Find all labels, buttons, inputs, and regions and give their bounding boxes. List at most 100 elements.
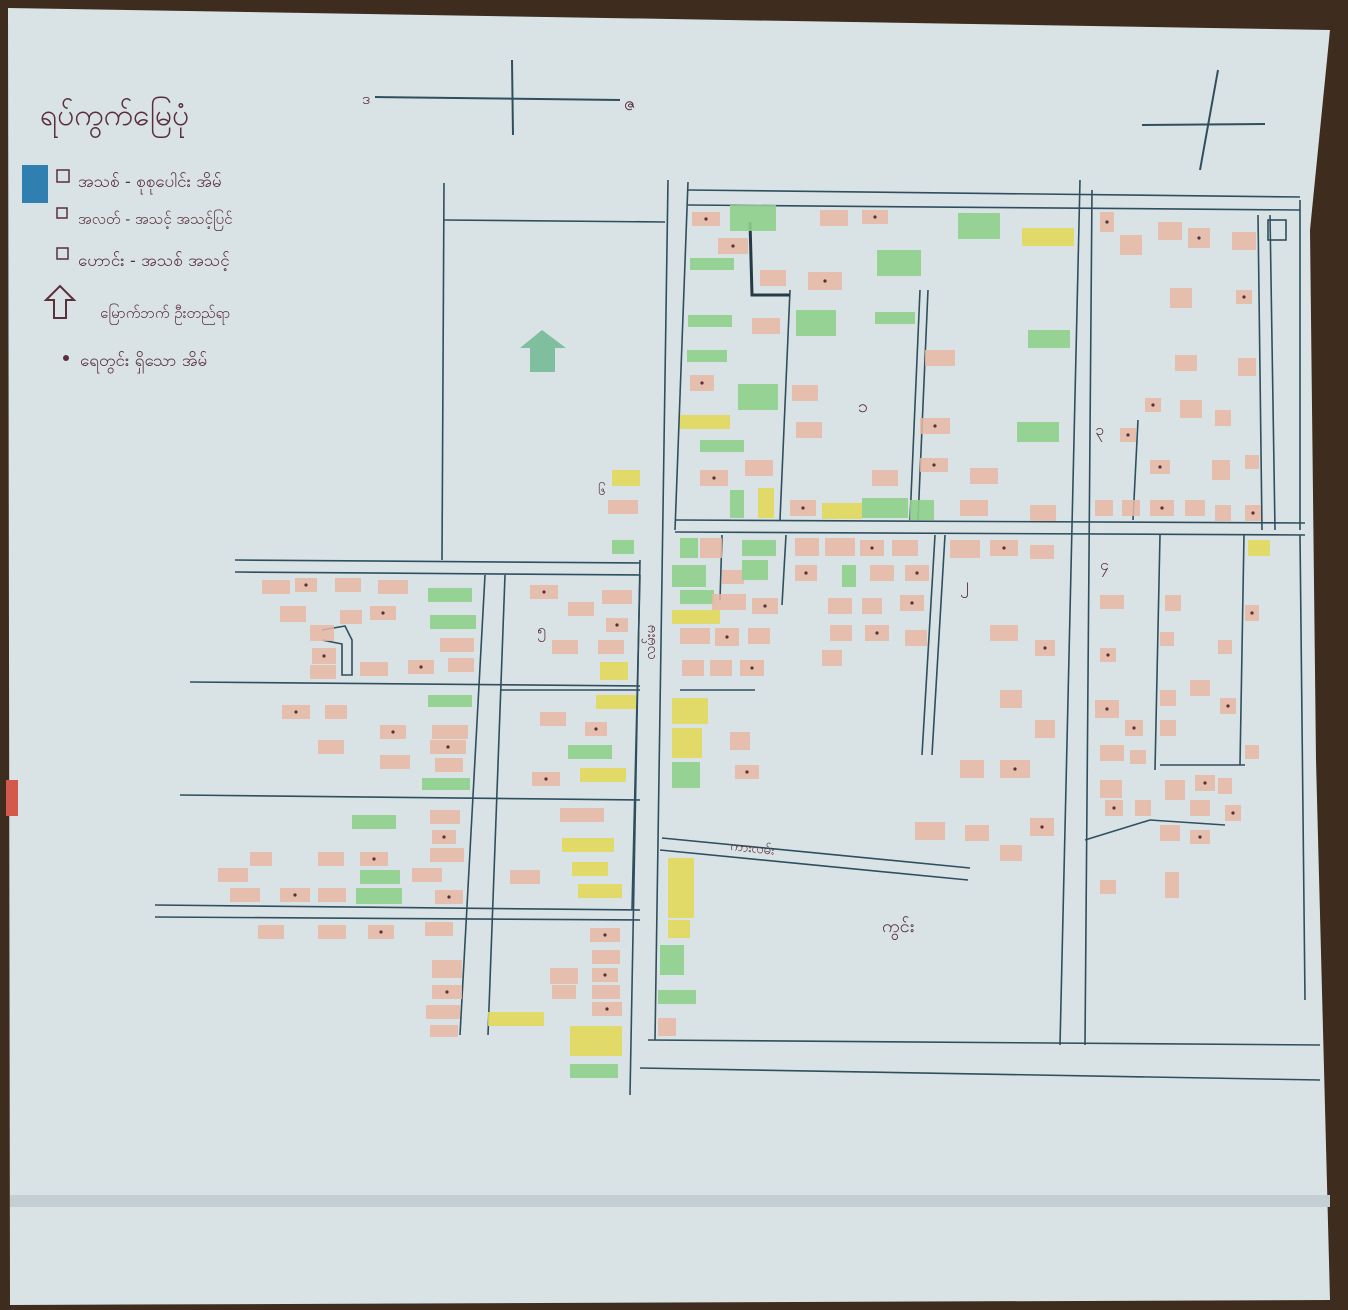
house-marker bbox=[352, 815, 396, 829]
house-marker bbox=[1158, 222, 1182, 240]
well-dot bbox=[442, 835, 446, 839]
well-dot bbox=[1151, 403, 1155, 407]
well-dot bbox=[731, 244, 735, 248]
road-label: လမ်းမ bbox=[641, 625, 659, 660]
house-marker bbox=[905, 630, 927, 646]
block-label-5: ၅ bbox=[537, 620, 546, 642]
house-marker bbox=[580, 768, 626, 782]
house-marker bbox=[432, 725, 468, 739]
house-marker bbox=[1035, 720, 1055, 738]
well-dot bbox=[823, 279, 827, 283]
house-marker bbox=[1100, 595, 1124, 609]
house-marker bbox=[990, 625, 1018, 641]
house-marker bbox=[1130, 750, 1146, 764]
house-marker bbox=[1238, 358, 1256, 376]
road-network bbox=[154, 179, 1321, 1096]
house-marker bbox=[1160, 825, 1180, 841]
house-marker bbox=[430, 810, 460, 824]
house-marker bbox=[1030, 505, 1056, 521]
house-marker bbox=[892, 540, 918, 556]
house-marker bbox=[822, 503, 862, 519]
well-dot bbox=[381, 611, 385, 615]
house-marker bbox=[965, 825, 989, 841]
well-dot bbox=[294, 710, 298, 714]
house-marker bbox=[672, 565, 706, 587]
house-marker bbox=[680, 628, 710, 644]
well-dot bbox=[391, 730, 395, 734]
house-marker bbox=[568, 602, 594, 616]
house-marker bbox=[915, 822, 945, 840]
house-marker bbox=[1185, 500, 1205, 516]
legend-item-1: အသစ် - စုစုပေါင်း အိမ် bbox=[78, 171, 222, 195]
well-dot bbox=[447, 895, 451, 899]
house-marker bbox=[310, 625, 334, 641]
well-dot bbox=[379, 930, 383, 934]
house-marker bbox=[430, 848, 464, 862]
legend-arrow-icon bbox=[43, 284, 77, 319]
well-dot bbox=[1132, 726, 1136, 730]
house-marker bbox=[710, 660, 732, 676]
house-marker bbox=[680, 590, 714, 604]
house-marker bbox=[730, 490, 744, 518]
house-marker bbox=[742, 560, 768, 580]
house-marker bbox=[758, 488, 774, 518]
house-marker bbox=[570, 1064, 618, 1078]
house-marker bbox=[730, 205, 776, 231]
house-marker bbox=[830, 625, 852, 641]
house-marker bbox=[872, 470, 898, 486]
house-marker bbox=[672, 698, 708, 724]
house-marker bbox=[1017, 422, 1059, 442]
house-marker bbox=[960, 500, 988, 516]
house-marker bbox=[660, 945, 684, 975]
house-marker bbox=[1095, 500, 1113, 516]
well-dot bbox=[1242, 295, 1246, 299]
well-dot bbox=[615, 623, 619, 627]
house-marker bbox=[262, 580, 290, 594]
legend-item-5: ရေတွင်း ရှိသော အိမ် bbox=[80, 351, 207, 374]
house-marker bbox=[722, 570, 744, 584]
house-marker bbox=[842, 565, 856, 587]
well-dot bbox=[1160, 506, 1164, 510]
house-marker bbox=[318, 740, 344, 754]
well-dot bbox=[322, 654, 326, 658]
well-dot bbox=[1002, 546, 1006, 550]
house-marker bbox=[690, 258, 734, 270]
house-marker bbox=[428, 695, 472, 707]
block-label-6: ၆ bbox=[598, 483, 606, 499]
house-marker bbox=[432, 960, 462, 978]
house-marker bbox=[318, 925, 346, 939]
legend-item-3: ဟောင်း - အသစ် အသင့် bbox=[78, 251, 230, 272]
well-dot bbox=[542, 590, 546, 594]
house-marker bbox=[1190, 800, 1210, 816]
house-marker bbox=[748, 628, 770, 644]
house-marker bbox=[658, 1018, 676, 1036]
house-marker bbox=[1000, 690, 1022, 708]
legend-item-4: မြောက်ဘက် ဦးတည်ရာ bbox=[100, 303, 230, 325]
legend: အသစ် - စုစုပေါင်း အိမ် အလတ် - အသင့် အသင့… bbox=[43, 169, 232, 374]
house-marker bbox=[742, 540, 776, 556]
house-marker bbox=[700, 440, 744, 452]
house-marker bbox=[672, 728, 702, 758]
well-dot bbox=[1198, 835, 1202, 839]
house-marker bbox=[435, 758, 463, 772]
well-dot bbox=[870, 546, 874, 550]
house-marker bbox=[1028, 330, 1070, 348]
house-marker bbox=[752, 318, 780, 334]
well-dot bbox=[745, 770, 749, 774]
well-dot bbox=[544, 777, 548, 781]
house-marker bbox=[550, 968, 578, 984]
well-dot bbox=[446, 745, 450, 749]
blue-tab bbox=[22, 165, 48, 203]
paper-fold bbox=[10, 1195, 1330, 1207]
house-marker bbox=[792, 385, 818, 401]
house-marker bbox=[425, 922, 453, 936]
house-markers bbox=[218, 205, 1270, 1078]
well-dot bbox=[293, 893, 297, 897]
house-marker bbox=[1180, 400, 1202, 418]
house-marker bbox=[1120, 235, 1142, 255]
well-dot bbox=[932, 463, 936, 467]
house-marker bbox=[318, 888, 346, 902]
legend-square-1 bbox=[56, 169, 70, 183]
house-marker bbox=[1165, 595, 1181, 611]
